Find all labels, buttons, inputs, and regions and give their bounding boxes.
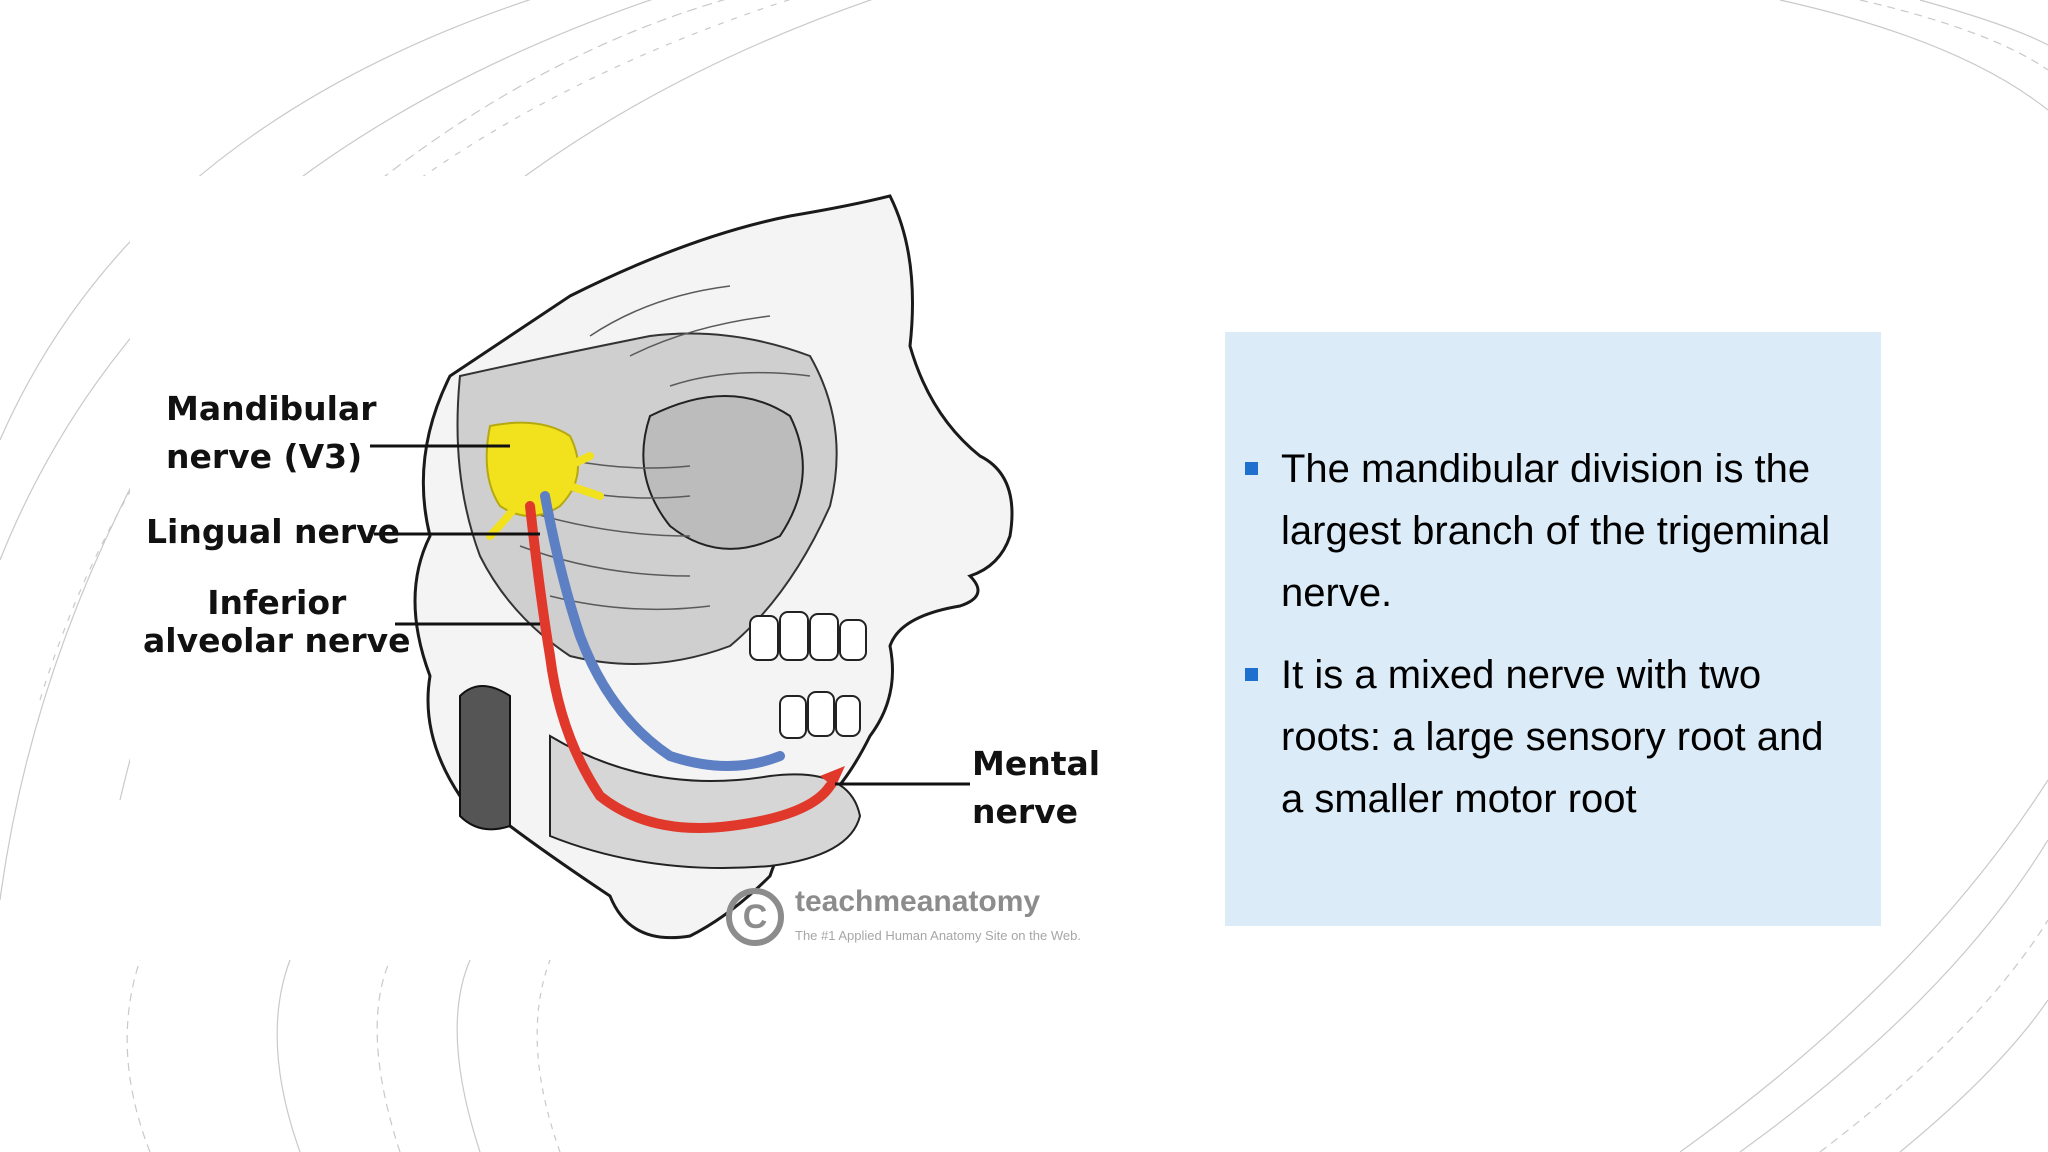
mandible — [549, 734, 862, 869]
text-box: The mandibular division is the largest b… — [1225, 332, 1881, 926]
teeth — [749, 611, 867, 739]
bullet-item: The mandibular division is the largest b… — [1245, 438, 1871, 624]
bullet-list: The mandibular division is the largest b… — [1245, 438, 1871, 830]
inferior-alveolar-nerve-path — [525, 501, 835, 833]
mental-nerve-tip — [820, 766, 845, 788]
neck-vessels — [459, 685, 511, 831]
label-lingual-nerve: Lingual nerve — [146, 512, 401, 551]
label-inferior-alveolar-nerve: Inferior alveolar nerve — [143, 583, 411, 660]
copyright-icon — [726, 888, 784, 946]
bullet-item: It is a mixed nerve with two roots: a la… — [1245, 644, 1871, 830]
label-mental-nerve: Mental nerve — [972, 744, 1101, 831]
label-mandibular-nerve: Mandibular nerve (V3) — [166, 389, 377, 476]
lingual-nerve-path — [540, 491, 785, 771]
orbit-region — [642, 395, 804, 550]
svg-text:C: C — [743, 898, 768, 936]
anatomy-figure: C — [130, 176, 1130, 956]
watermark-tagline: The #1 Applied Human Anatomy Site on the… — [795, 928, 1081, 943]
bullet-square-icon — [1245, 668, 1258, 681]
head-illustration: C — [370, 194, 1014, 946]
watermark-brand: teachmeanatomy — [795, 885, 1041, 918]
bullet-square-icon — [1245, 462, 1258, 475]
